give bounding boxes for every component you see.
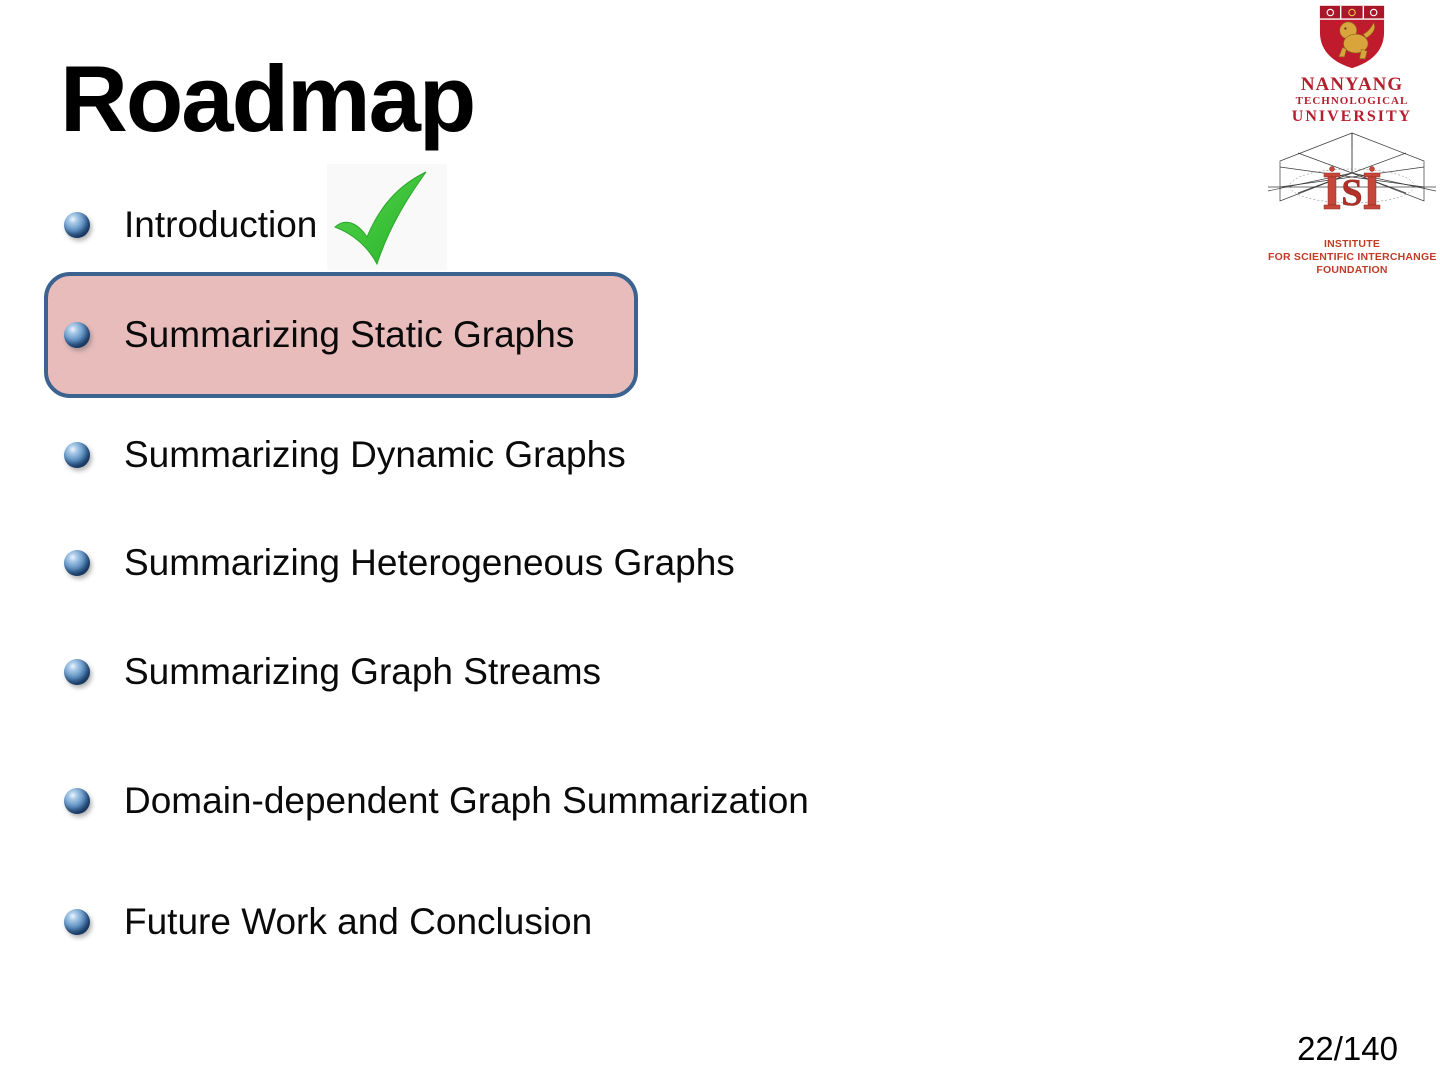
highlight-box [44,272,638,398]
ntu-logo-line2: TECHNOLOGICAL [1295,94,1409,107]
page-title: Roadmap [60,46,476,151]
roadmap-item: Summarizing Static Graphs [44,272,638,398]
bullet-sphere-icon [64,909,90,935]
roadmap-item: Future Work and Conclusion [64,892,592,952]
roadmap-item: Introduction [64,164,448,270]
roadmap-item-label: Summarizing Heterogeneous Graphs [124,542,735,583]
roadmap-item-label: Summarizing Dynamic Graphs [124,434,626,475]
roadmap-item: Summarizing Heterogeneous Graphs [64,533,735,593]
isi-drawing-icon: S [1267,132,1437,214]
roadmap-item-label: Summarizing Graph Streams [124,651,602,692]
bullet-sphere-icon [64,550,90,576]
check-mark-icon [327,164,448,270]
roadmap-item: Domain-dependent Graph Summarization [64,771,809,831]
isi-logo-line2: FOR SCIENTIFIC INTERCHANGE [1268,251,1437,264]
roadmap-item-label: Summarizing Static Graphs [124,314,575,355]
ntu-logo-line1: NANYANG [1300,74,1404,95]
page-number: 22/140 [1297,1030,1398,1067]
bullet-sphere-icon [64,442,90,468]
bullet-sphere-icon [64,659,90,685]
roadmap-item-label: Domain-dependent Graph Summarization [124,780,809,821]
isi-logo: S INSTITUTE FOR SCIENTIFIC INTERCHANGE F… [1267,129,1437,277]
ntu-logo-line3: UNIVERSITY [1291,107,1413,125]
roadmap-item: Summarizing Graph Streams [64,642,601,702]
bullet-sphere-icon [64,788,90,814]
isi-logo-line1: INSTITUTE [1323,238,1381,251]
roadmap-item-label: Introduction [124,204,318,245]
logo-block: NANYANG TECHNOLOGICAL UNIVERSITY [1267,4,1437,278]
roadmap-item: Summarizing Dynamic Graphs [64,425,626,485]
roadmap-item-label: Future Work and Conclusion [124,901,593,942]
bullet-sphere-icon [64,322,90,348]
ntu-shield-icon [1319,5,1385,69]
ntu-logo: NANYANG TECHNOLOGICAL UNIVERSITY [1268,4,1436,125]
isi-logo-line3: FOUNDATION [1316,264,1388,277]
bullet-sphere-icon [64,212,90,238]
isi-monogram: S [1341,172,1362,214]
